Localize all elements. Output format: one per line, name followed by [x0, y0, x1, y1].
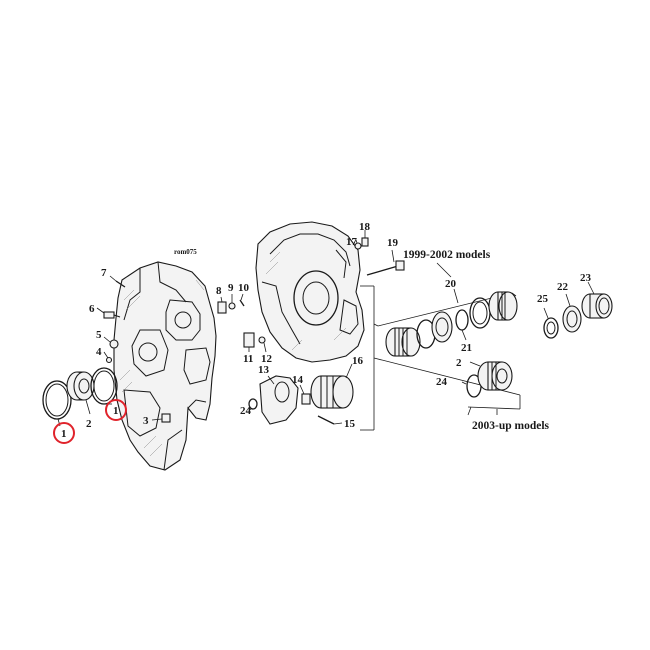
callout-21: 21 [461, 342, 472, 354]
callout-11: 11 [243, 353, 253, 365]
callout-15: 15 [344, 418, 356, 430]
callout-1b: 1 [113, 405, 119, 417]
highlight-circle-1b [105, 399, 127, 421]
left-crankcase [113, 261, 217, 471]
callout-20: 20 [445, 278, 457, 290]
callout-13: 13 [258, 364, 270, 376]
oil-filter-group [248, 363, 354, 425]
callout-12: 12 [261, 353, 273, 365]
callout-2a: 2 [86, 418, 92, 430]
callout-4: 4 [96, 346, 102, 358]
left-bearing-group [42, 367, 118, 427]
reference-code: rom075 [174, 248, 197, 256]
callout-7: 7 [101, 267, 107, 279]
late-bearing-stack [461, 361, 513, 398]
callout-18: 18 [359, 221, 371, 233]
callout-16: 16 [352, 355, 364, 367]
callout-23: 23 [580, 272, 592, 284]
early-bearing-stack [385, 291, 518, 357]
highlight-circle-1a [53, 422, 75, 444]
callout-5: 5 [96, 329, 102, 341]
callout-2b: 2 [456, 357, 462, 369]
callout-6: 6 [89, 303, 95, 315]
callout-25: 25 [537, 293, 549, 305]
callout-9: 9 [228, 282, 234, 294]
callout-22: 22 [557, 281, 569, 293]
callout-24a: 24 [240, 405, 252, 417]
callout-19: 19 [387, 237, 399, 249]
right-crankcase [255, 221, 365, 363]
bracket-lines [360, 262, 521, 431]
callout-8: 8 [216, 285, 222, 297]
heading-2003-up: 2003-up models [472, 420, 550, 432]
heading-1999-2002: 1999-2002 models [403, 249, 491, 261]
small-fasteners [96, 275, 267, 423]
callout-17: 17 [346, 236, 358, 248]
callout-24b: 24 [436, 376, 448, 388]
callout-10: 10 [238, 282, 250, 294]
callout-1a: 1 [61, 428, 67, 440]
callout-3: 3 [143, 415, 149, 427]
right-seal-stack [543, 281, 613, 339]
callout-14: 14 [292, 374, 304, 386]
top-fasteners [354, 230, 405, 276]
